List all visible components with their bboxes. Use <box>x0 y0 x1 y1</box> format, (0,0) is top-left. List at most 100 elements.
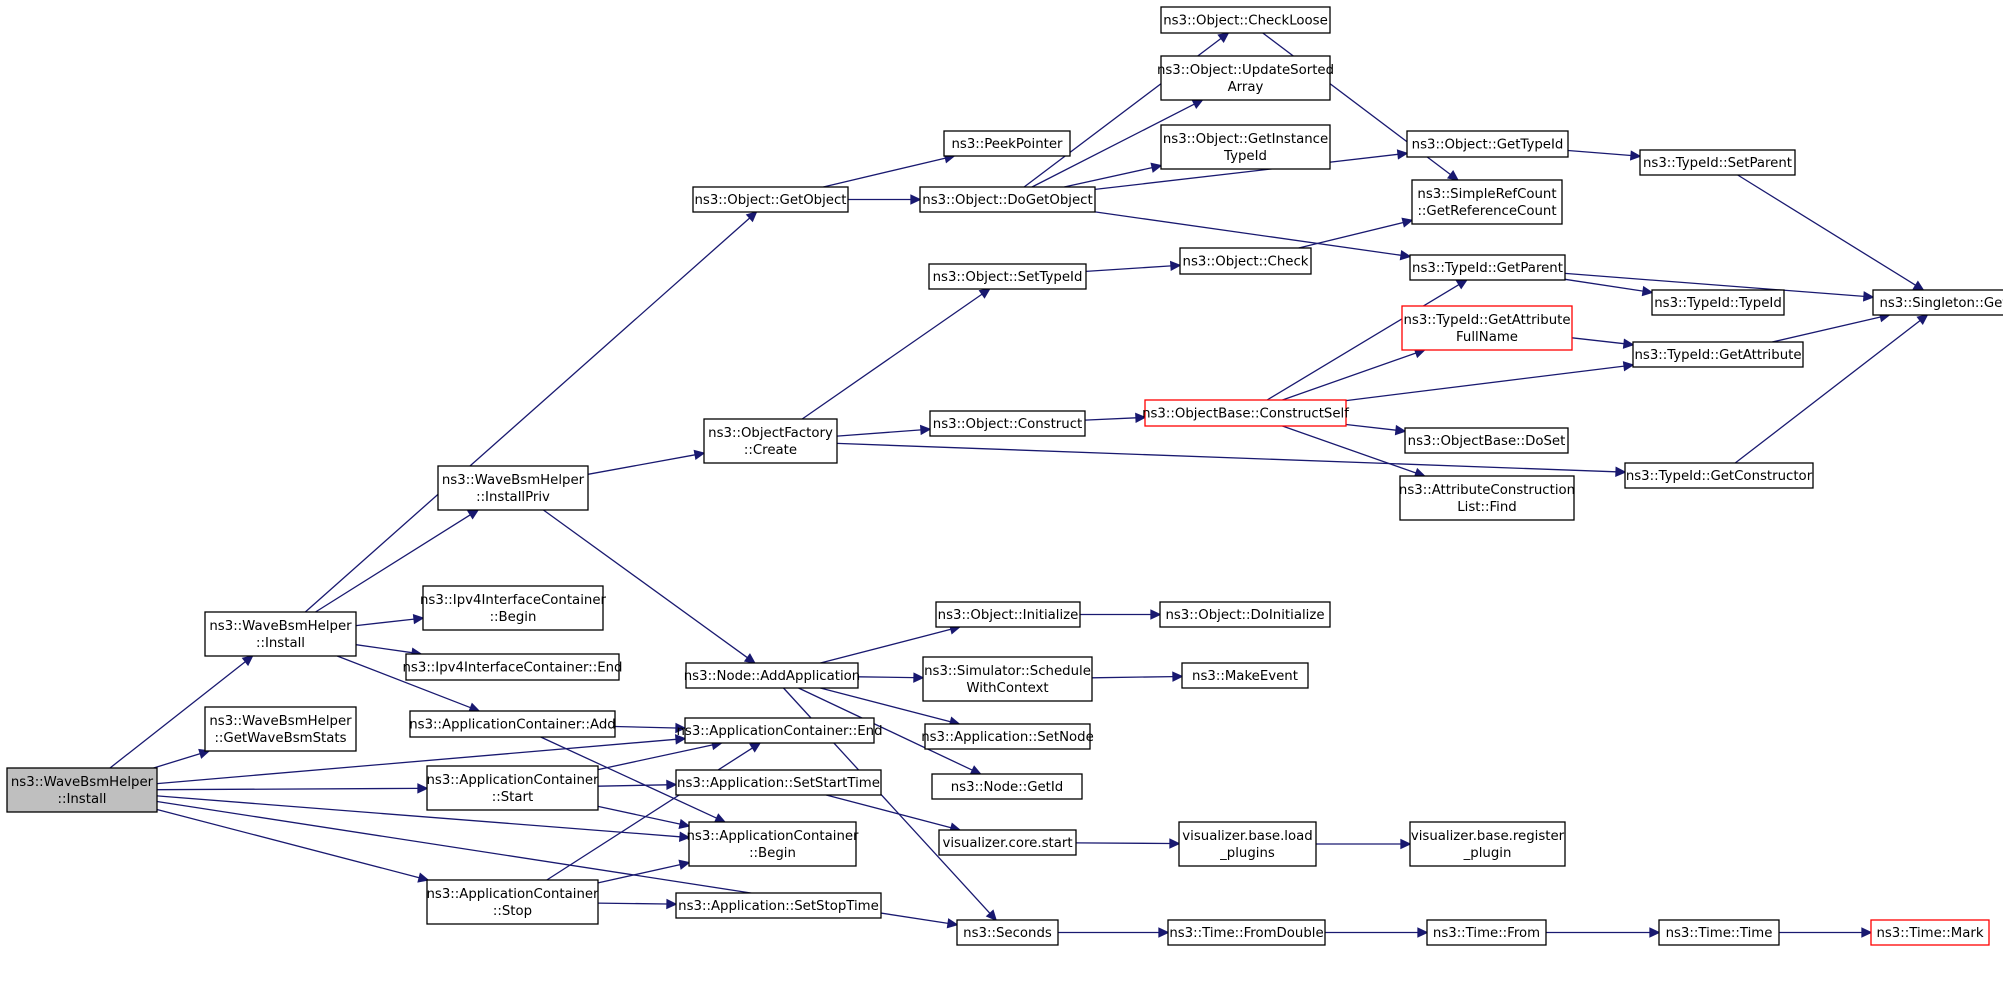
edge-arrowhead <box>466 509 480 520</box>
call-edge-typeid_getconstructor-to-singleton_get <box>1734 314 1929 464</box>
node-label-line: ns3::MakeEvent <box>1192 669 1298 684</box>
node-label-line: visualizer.base.load <box>1182 829 1312 844</box>
node-ac-begin[interactable]: ns3::ApplicationContainer::Begin <box>686 821 859 867</box>
node-app-setstart[interactable]: ns3::Application::SetStartTime <box>675 769 882 796</box>
node-ipv4-end[interactable]: ns3::Ipv4InterfaceContainer::End <box>403 653 623 681</box>
node-root[interactable]: ns3::WaveBsmHelper::Install <box>6 767 158 813</box>
node-box <box>1404 427 1569 454</box>
node-viz-load-plugins[interactable]: visualizer.base.load_plugins <box>1178 821 1317 867</box>
node-label-line: ns3::Object::DoGetObject <box>922 193 1092 208</box>
edge-arrowhead <box>1861 927 1873 938</box>
graph-nodes: ns3::WaveBsmHelper::Installns3::WaveBsmH… <box>6 6 2003 946</box>
node-label-line: ns3::ApplicationContainer::End <box>676 724 882 739</box>
edge-line <box>355 618 415 627</box>
node-typeid-getconstructor[interactable]: ns3::TypeId::GetConstructor <box>1624 462 1814 489</box>
call-edge-objfactory_create-to-typeid_getconstructor <box>836 442 1627 478</box>
edge-arrowhead <box>417 783 429 794</box>
call-edge-objfactory_create-to-obj_construct <box>836 424 932 437</box>
node-obj-check[interactable]: ns3::Object::Check <box>1179 247 1312 275</box>
node-wb-install[interactable]: ns3::WaveBsmHelper::Install <box>204 611 357 657</box>
node-makeevent[interactable]: ns3::MakeEvent <box>1181 662 1309 689</box>
node-label-line: _plugin <box>1463 846 1512 861</box>
edge-line <box>1266 284 1460 401</box>
edge-arrowhead <box>1622 338 1635 349</box>
node-label-line: ns3::Ipv4InterfaceContainer <box>420 593 607 608</box>
node-typeid-setparent[interactable]: ns3::TypeId::SetParent <box>1639 149 1796 176</box>
node-node-addapp[interactable]: ns3::Node::AddApplication <box>684 662 860 689</box>
node-box <box>924 723 1091 750</box>
node-label-line: ns3::WaveBsmHelper <box>209 714 352 729</box>
node-ac-add[interactable]: ns3::ApplicationContainer::Add <box>409 710 616 738</box>
node-box <box>931 773 1083 800</box>
node-time-fromdouble[interactable]: ns3::Time::FromDouble <box>1167 919 1326 946</box>
node-label-line: ns3::Ipv4InterfaceContainer::End <box>403 661 623 676</box>
edge-arrowhead <box>946 918 959 929</box>
edge-line <box>1282 352 1417 401</box>
node-label-line: visualizer.core.start <box>942 836 1072 851</box>
node-typeid-getparent[interactable]: ns3::TypeId::GetParent <box>1409 254 1566 281</box>
node-peekpointer[interactable]: ns3::PeekPointer <box>943 130 1071 157</box>
node-time-from[interactable]: ns3::Time::From <box>1426 919 1547 946</box>
node-objbase-constructself[interactable]: ns3::ObjectBase::ConstructSelf <box>1142 399 1349 427</box>
node-ac-end[interactable]: ns3::ApplicationContainer::End <box>676 717 883 744</box>
node-label-line: ns3::Time::FromDouble <box>1169 926 1323 941</box>
edge-arrowhead <box>1912 280 1925 291</box>
node-viz-register-plugin[interactable]: visualizer.base.register_plugin <box>1409 821 1566 867</box>
node-ipv4-begin[interactable]: ns3::Ipv4InterfaceContainer::Begin <box>420 585 607 631</box>
node-singleton-get[interactable]: ns3::Singleton::Get <box>1872 289 2003 316</box>
node-box <box>1160 124 1331 170</box>
edge-arrowhead <box>1417 927 1429 938</box>
node-obj-doinitialize[interactable]: ns3::Object::DoInitialize <box>1159 601 1331 628</box>
call-edge-ac_stop-to-app_setstop <box>597 898 678 910</box>
edge-line <box>156 808 420 879</box>
call-edge-typeid_getattribute-to-singleton_get <box>1772 312 1891 343</box>
node-obj-settypeid[interactable]: ns3::Object::SetTypeId <box>928 263 1087 290</box>
node-objbase-doset[interactable]: ns3::ObjectBase::DoSet <box>1404 427 1569 454</box>
node-node-getid[interactable]: ns3::Node::GetId <box>931 773 1083 800</box>
edge-arrowhead <box>743 653 756 664</box>
node-obj-initialize[interactable]: ns3::Object::Initialize <box>935 601 1081 628</box>
node-label-line: ::Create <box>744 443 797 458</box>
node-simplerefcount[interactable]: ns3::SimpleRefCount::GetReferenceCount <box>1411 179 1563 225</box>
node-obj-checkloose[interactable]: ns3::Object::CheckLoose <box>1160 6 1331 34</box>
node-label-line: ns3::TypeId::SetParent <box>1643 156 1792 171</box>
edge-arrowhead <box>241 655 254 667</box>
node-box <box>1639 149 1796 176</box>
call-edge-objbase_constructself-to-typeid_getattribute <box>1345 361 1635 402</box>
node-time-time[interactable]: ns3::Time::Time <box>1658 919 1780 946</box>
edge-line <box>1564 272 1865 298</box>
node-ac-start[interactable]: ns3::ApplicationContainer::Start <box>426 765 599 811</box>
node-objfactory-create[interactable]: ns3::ObjectFactory::Create <box>703 418 838 464</box>
call-edge-root-to-wb_getstats <box>153 748 211 769</box>
node-typeid-typeid[interactable]: ns3::TypeId::TypeId <box>1651 289 1785 316</box>
edge-arrowhead <box>1455 279 1469 290</box>
node-viz-core-start[interactable]: visualizer.core.start <box>938 829 1077 856</box>
node-obj-getobject[interactable]: ns3::Object::GetObject <box>692 186 849 213</box>
node-seconds[interactable]: ns3::Seconds <box>956 919 1059 946</box>
node-label-line: ::GetReferenceCount <box>1417 204 1556 219</box>
node-obj-gettypeid[interactable]: ns3::Object::GetTypeId <box>1406 130 1569 158</box>
node-wb-getstats[interactable]: ns3::WaveBsmHelper::GetWaveBsmStats <box>204 706 357 752</box>
node-app-setnode[interactable]: ns3::Application::SetNode <box>921 723 1094 750</box>
node-time-mark[interactable]: ns3::Time::Mark <box>1870 919 1990 946</box>
node-label-line: ns3::ApplicationContainer <box>426 773 599 788</box>
node-obj-construct[interactable]: ns3::Object::Construct <box>929 410 1086 437</box>
edge-arrowhead <box>969 765 982 775</box>
node-obj-dogetobject[interactable]: ns3::Object::DoGetObject <box>919 186 1096 213</box>
call-edge-root-to-ac_begin <box>156 795 691 842</box>
node-label-line: ::Begin <box>749 846 796 861</box>
node-label-line: ns3::Object::UpdateSorted <box>1157 63 1334 78</box>
node-typeid-getattribute[interactable]: ns3::TypeId::GetAttribute <box>1632 341 1804 368</box>
node-ac-stop[interactable]: ns3::ApplicationContainer::Stop <box>426 879 599 925</box>
node-label-line: ns3::AttributeConstruction <box>1399 483 1575 498</box>
node-wb-installpriv[interactable]: ns3::WaveBsmHelper::InstallPriv <box>437 465 589 511</box>
node-label-line: ::Start <box>492 790 533 805</box>
edge-arrowhead <box>1172 671 1184 682</box>
node-app-setstop[interactable]: ns3::Application::SetStopTime <box>675 892 882 919</box>
